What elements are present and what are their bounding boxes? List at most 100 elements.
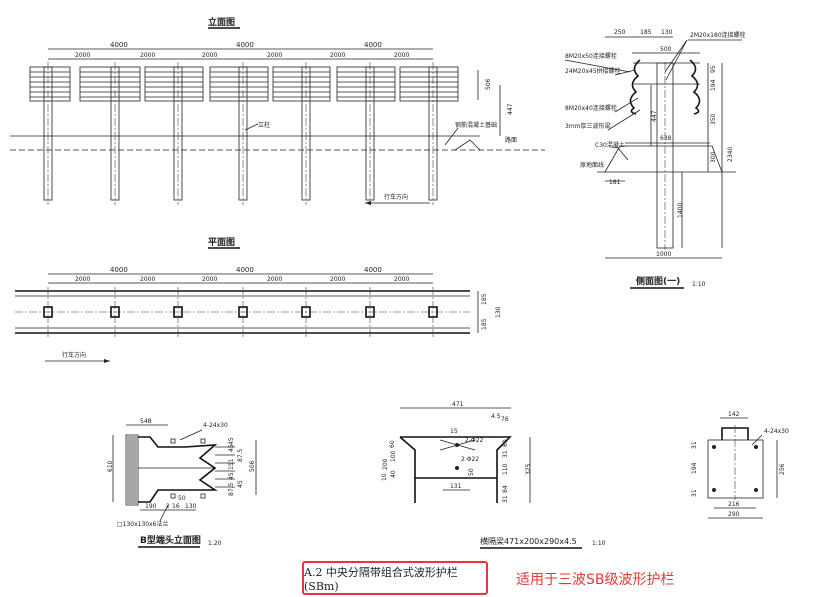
bolt-50-label: 8M20x50连接螺栓 [565, 52, 617, 60]
dim-130: 130 [495, 306, 502, 318]
plan-view: 平面图 4000 4000 4000 2000 2000 2000 2000 2… [15, 237, 502, 363]
direction-label: 行车方向 [384, 193, 408, 201]
end-hole [170, 438, 176, 444]
dim-2000: 2000 [330, 276, 345, 283]
dim-2000: 2000 [140, 276, 155, 283]
dim-2000: 2000 [140, 52, 155, 59]
dim-447: 447 [651, 110, 658, 122]
ground-label: 原地面线 [580, 161, 604, 169]
end-right-dim: 87.5 [228, 482, 235, 496]
dim-2000: 2000 [202, 276, 217, 283]
dim-216: 216 [728, 501, 740, 508]
dim-1000: 1000 [656, 251, 671, 258]
sheet-title: A.2 中央分隔带组合式波形护栏(SBm) [304, 565, 458, 593]
dim-256: 256 [779, 463, 786, 475]
rail-panel [272, 66, 331, 102]
right-dim: 325 [525, 463, 532, 475]
end-hole [200, 493, 206, 499]
concrete-label: C30混凝土 [595, 141, 625, 149]
beam-label: 3mm厚三波形梁 [565, 122, 611, 130]
dim-2000: 2000 [330, 52, 345, 59]
right-dim: 110 [502, 463, 509, 475]
dim-350: 350 [710, 113, 717, 125]
end-hole [170, 493, 176, 499]
end-right-dim: 45 [228, 472, 235, 480]
dim-4000: 4000 [236, 41, 254, 49]
dim-638: 638 [660, 135, 672, 142]
left-dim: 200 [382, 458, 389, 470]
dim-2340: 2340 [727, 147, 734, 162]
right-dim: 31 [502, 450, 509, 458]
direction-label: 行车方向 [62, 351, 86, 359]
end-right-dim: 151 [228, 458, 235, 470]
dim-185: 185 [481, 293, 488, 305]
end-right-dim: 45 [228, 437, 235, 445]
end-view-title: B型端头立面图 [140, 534, 201, 546]
left-dim: 40 [390, 470, 397, 478]
crossbeam-view: 471 4.5 76 15 2-Φ22 2 Φ22 60 200 100 40 … [381, 401, 606, 549]
dim-1400: 1400 [677, 203, 684, 218]
end-right-dim: 45 [237, 480, 244, 488]
dim-2000: 2000 [267, 276, 282, 283]
dim-4-5: 4.5 [491, 413, 501, 420]
dim-4000: 4000 [364, 266, 382, 274]
plate-left-dim: 31 [691, 441, 698, 449]
dim-2000: 2000 [394, 52, 409, 59]
dim-610: 610 [107, 460, 114, 472]
dim-2000: 2000 [75, 52, 90, 59]
post-label: 立柱 [258, 121, 270, 129]
dim-131: 131 [450, 483, 462, 490]
dim-2000: 2000 [394, 276, 409, 283]
dim-2000: 2000 [75, 276, 90, 283]
dim-185: 185 [481, 318, 488, 330]
dim-top: 185 [640, 29, 652, 36]
dim-471: 471 [452, 401, 464, 408]
crossbeam-scale: 1:10 [592, 540, 606, 547]
flange-label: □130x130x6法兰 [117, 520, 169, 528]
hole-a: 2-Φ22 [465, 437, 484, 444]
end-view: 548 4-24x30 610 506 454587.5151454587.5 … [107, 418, 257, 548]
left-dim: 60 [389, 440, 396, 448]
right-dim: 60 [502, 439, 509, 447]
left-dim: 10 [381, 473, 388, 481]
end-view-scale: 1:20 [208, 540, 222, 547]
dim-4000: 4000 [110, 266, 128, 274]
dim-181: 181 [609, 179, 621, 186]
bolt-180-label: 2M20x180连接螺栓 [690, 31, 746, 39]
side-scale: 1:10 [692, 281, 706, 288]
dim-548: 548 [140, 418, 152, 425]
dim-95: 95 [710, 65, 717, 73]
dim-4000: 4000 [364, 41, 382, 49]
dim-506: 506 [249, 460, 256, 472]
side-title: 侧面图(一) [636, 275, 680, 287]
dim-447: 447 [507, 103, 514, 115]
bottom-dim: 130 [185, 503, 197, 510]
right-dim: 31 [502, 495, 509, 503]
dim-top: 250 [614, 29, 626, 36]
dim-506: 506 [485, 78, 492, 90]
sheet-title-box: A.2 中央分隔带组合式波形护栏(SBm) [302, 561, 488, 595]
dim-500: 500 [660, 46, 672, 53]
plan-title: 平面图 [208, 237, 235, 248]
dim-50: 50 [468, 468, 475, 476]
foundation-label: 钢筋混凝土基础 [455, 121, 497, 129]
dim-15: 15 [450, 428, 458, 435]
bottom-dim: 190 [145, 503, 157, 510]
dim-4000: 4000 [236, 266, 254, 274]
road-label: 路面 [505, 136, 517, 144]
dim-2000: 2000 [202, 52, 217, 59]
holes-label: 4-24x30 [203, 422, 228, 429]
end-hole [200, 438, 206, 444]
dim-4000: 4000 [110, 41, 128, 49]
left-dim: 100 [390, 450, 397, 462]
dim-76: 76 [501, 416, 509, 423]
dim-300: 300 [710, 151, 717, 163]
right-dim: 84 [502, 485, 509, 493]
end-right-dim: 45 [228, 444, 235, 452]
hole-b: 2 Φ22 [461, 456, 479, 463]
side-view: 250 185 130 2M20x180连接螺栓 500 8M20x50连接螺栓… [564, 29, 746, 289]
plate-left-dim: 31 [691, 489, 698, 497]
plate-holes: 4-24x30 [764, 428, 789, 435]
end-right-dim: 87.5 [237, 448, 244, 462]
